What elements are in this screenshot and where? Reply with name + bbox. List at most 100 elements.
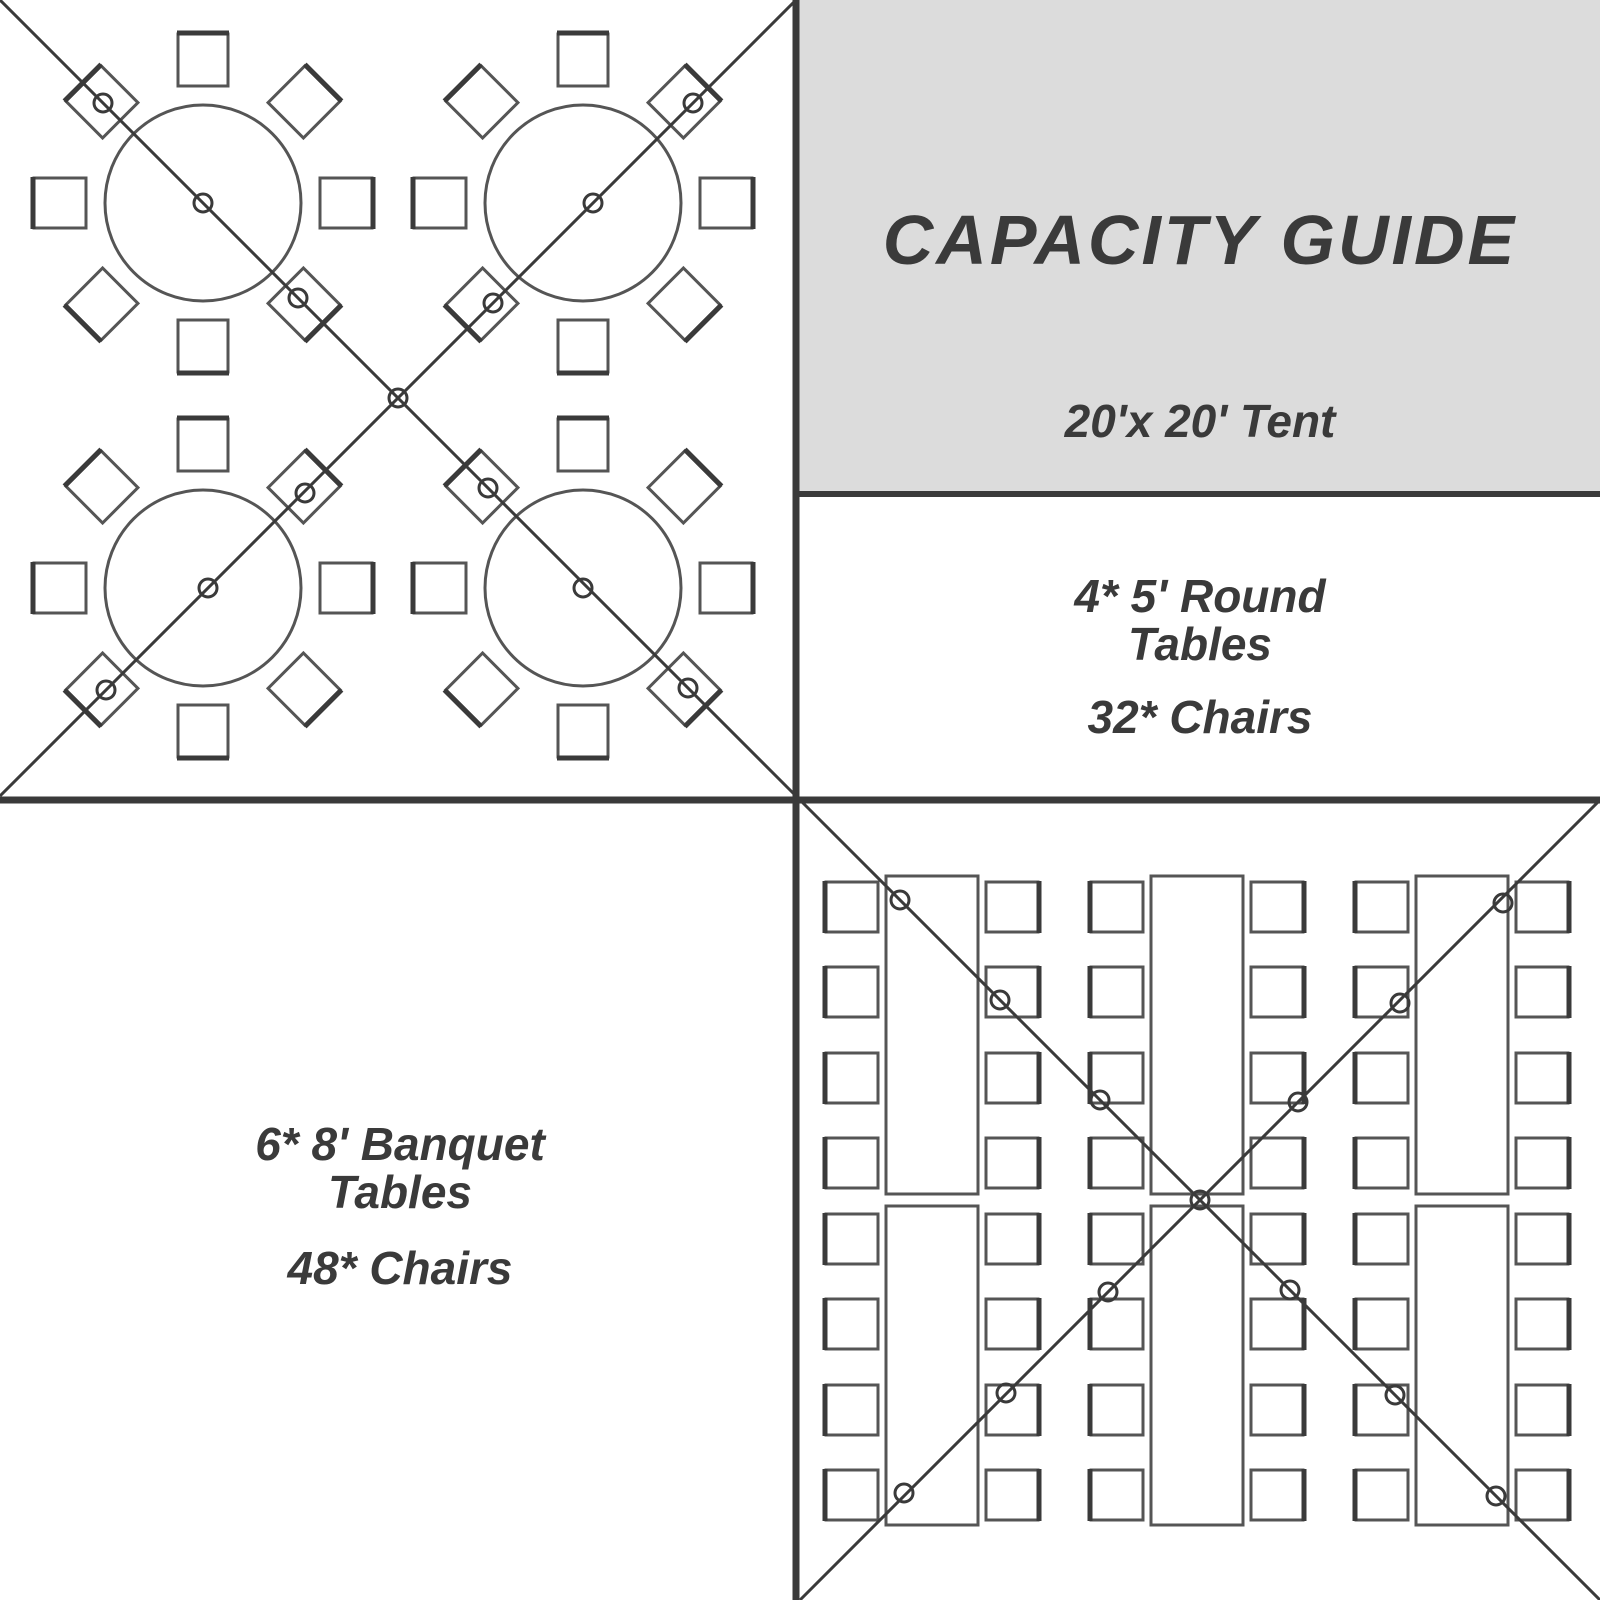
round-table-layout: [0, 0, 798, 798]
pole-marker: [482, 292, 504, 314]
chair-back: [62, 688, 103, 729]
title-panel: [798, 0, 1600, 492]
chair: [318, 176, 376, 230]
chair: [1249, 880, 1307, 934]
chair-seat: [1514, 1383, 1570, 1437]
chair: [1514, 1383, 1572, 1437]
chair-back: [303, 688, 344, 729]
chair-seat: [1354, 965, 1410, 1019]
chair-seat: [1089, 1212, 1145, 1266]
chair: [1087, 1468, 1145, 1522]
pole-marker: [477, 477, 499, 499]
chair: [30, 176, 88, 230]
round-tables-line2: Tables: [1127, 618, 1273, 670]
banquet-chairs-label: 48* Chairs: [287, 1242, 513, 1294]
chair: [984, 1383, 1042, 1437]
chair-seat: [824, 1297, 880, 1351]
chair: [984, 1212, 1042, 1266]
chair-seat: [556, 32, 610, 88]
chair-seat: [1514, 1468, 1570, 1522]
chair-seat: [984, 1468, 1040, 1522]
chair: [984, 965, 1042, 1019]
chair-seat: [1089, 880, 1145, 934]
chair: [176, 318, 230, 376]
chair-seat: [824, 1468, 880, 1522]
round-chairs-label: 32* Chairs: [1087, 691, 1313, 743]
pole-marker: [192, 192, 214, 214]
banquet-table: [1414, 1204, 1510, 1527]
pole-marker: [582, 192, 604, 214]
chair: [1087, 1297, 1145, 1351]
chair-seat: [824, 1212, 880, 1266]
chair: [442, 447, 521, 526]
chair: [1514, 965, 1572, 1019]
chair-back: [683, 447, 724, 488]
chair-seat: [1514, 1136, 1570, 1190]
chair: [265, 62, 344, 141]
chair: [1249, 1051, 1307, 1105]
chair-seat: [1514, 1212, 1570, 1266]
pole-marker: [294, 482, 316, 504]
pole-marker: [1089, 1089, 1111, 1111]
chair-seat: [1354, 1212, 1410, 1266]
chair-seat: [63, 650, 141, 728]
chair-back: [442, 688, 483, 729]
banquet-tables-line1: 6* 8' Banquet: [255, 1118, 545, 1170]
chair: [1514, 1468, 1572, 1522]
chair: [984, 880, 1042, 934]
chair-seat: [1089, 1136, 1145, 1190]
chair: [176, 30, 230, 88]
chair: [442, 265, 521, 344]
chair-seat: [1514, 880, 1570, 934]
chair-seat: [412, 176, 468, 230]
pole-marker: [197, 577, 219, 599]
chair: [1352, 1212, 1410, 1266]
chair: [30, 561, 88, 615]
chair-seat: [443, 63, 521, 141]
pole-marker: [1097, 1281, 1119, 1303]
banquet-tables-line2: Tables: [327, 1166, 473, 1218]
pole-marker: [92, 92, 114, 114]
pole-marker: [387, 387, 409, 409]
round-table: [103, 103, 303, 303]
chair-seat: [1089, 1051, 1145, 1105]
chair: [265, 447, 344, 526]
chair-seat: [984, 880, 1040, 934]
round-tables-line1: 4* 5' Round: [1074, 570, 1326, 622]
round-table-group: [30, 415, 376, 761]
chair-back: [303, 447, 344, 488]
chair: [442, 62, 521, 141]
chair-seat: [556, 318, 610, 374]
chair: [822, 1136, 880, 1190]
pole-marker: [1389, 992, 1411, 1014]
chair-seat: [824, 880, 880, 934]
chair-back: [62, 303, 103, 344]
chair-seat: [265, 650, 343, 728]
diagonal-line: [0, 0, 798, 798]
banquet-tables-label: 6* 8' Banquet Tables: [0, 1120, 800, 1216]
chair-seat: [1354, 1136, 1410, 1190]
chair: [984, 1051, 1042, 1105]
chair: [822, 965, 880, 1019]
chair: [1249, 1383, 1307, 1437]
chair-seat: [984, 1051, 1040, 1105]
chair: [1352, 880, 1410, 934]
chair: [265, 650, 344, 729]
chair-seat: [1354, 880, 1410, 934]
page-title: CAPACITY GUIDE: [882, 201, 1518, 279]
chair-back: [62, 447, 103, 488]
chair-seat: [1249, 965, 1305, 1019]
chair: [62, 650, 141, 729]
pole-marker: [95, 679, 117, 701]
chair-seat: [1354, 1051, 1410, 1105]
chair: [1249, 1212, 1307, 1266]
round-table-group: [410, 415, 756, 761]
chair: [1087, 965, 1145, 1019]
chair: [1514, 1297, 1572, 1351]
pole-marker: [893, 1482, 915, 1504]
pole-marker: [677, 677, 699, 699]
chair: [1087, 1136, 1145, 1190]
pole-marker: [1287, 1091, 1309, 1113]
